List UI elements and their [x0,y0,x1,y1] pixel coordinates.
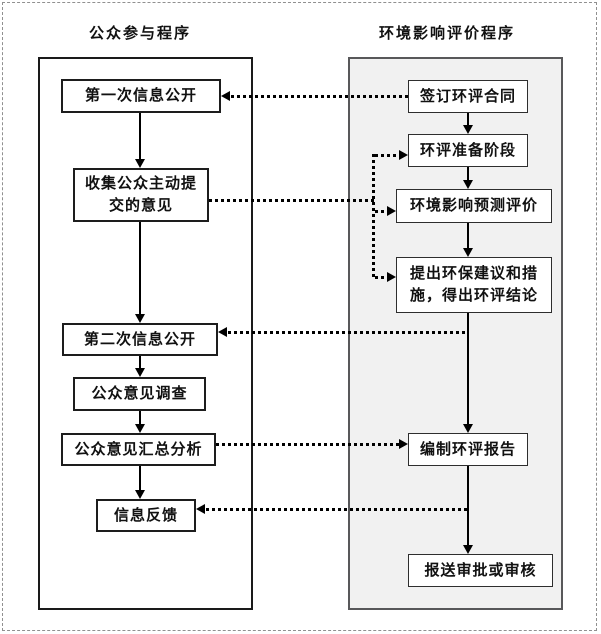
arrow-line-r4-r5 [467,313,469,424]
second-info-disclosure-box: 第二次信息公开 [62,323,218,356]
dotted-line-to-disclosure2 [228,331,468,334]
dotted-junction-vertical-line [372,154,375,280]
arrowhead-right-icon [387,272,396,282]
opinion-summary-analysis-box: 公众意见汇总分析 [61,433,216,466]
arrowhead-down-icon [463,424,473,433]
arrow-line-r3-r4 [467,223,469,248]
dotted-line-contract-to-disclosure1 [231,95,408,98]
arrowhead-down-icon [463,248,473,257]
arrow-line-l4-l5 [139,411,141,424]
eia-preparation-box: 环评准备阶段 [408,134,528,167]
arrowhead-right-icon [399,439,408,449]
arrow-line-l3-l4 [139,356,141,368]
public-opinion-survey-box: 公众意见调查 [73,377,206,411]
left-column-title: 公众参与程序 [89,26,192,42]
dotted-line-opinions-to-junction [209,199,375,202]
submit-approval-box: 报送审批或审核 [408,554,553,587]
compile-eia-report-box: 编制环评报告 [408,433,528,466]
arrow-line-l5-l6 [139,465,141,490]
info-feedback-box: 信息反馈 [96,499,196,532]
sign-eia-contract-box: 签订环评合同 [408,80,528,113]
arrowhead-left-icon [196,504,205,514]
dotted-branch-to-proposals [375,276,387,279]
arrowhead-right-icon [387,206,396,216]
arrowhead-right-icon [399,150,408,160]
arrow-line-l2-l3 [139,222,141,314]
arrow-line-r1-r2 [467,113,469,125]
arrow-line-l1-l2 [139,113,141,159]
collect-public-opinions-box: 收集公众主动提 交的意见 [73,168,209,222]
first-info-disclosure-box: 第一次信息公开 [61,79,221,113]
dotted-branch-to-preparation [375,154,399,157]
arrow-line-r5-r6 [467,466,469,545]
arrowhead-down-icon [135,368,145,377]
arrowhead-left-icon [221,91,230,101]
arrowhead-down-icon [135,490,145,499]
arrowhead-down-icon [135,314,145,323]
dotted-line-analysis-to-report [216,443,399,446]
arrowhead-left-icon [218,327,227,337]
arrowhead-down-icon [463,125,473,134]
arrowhead-down-icon [135,424,145,433]
impact-prediction-box: 环境影响预测评价 [396,189,552,223]
proposals-conclusion-box: 提出环保建议和措 施，得出环评结论 [396,257,552,313]
arrowhead-down-icon [135,159,145,168]
right-column-title: 环境影响评价程序 [379,26,516,42]
arrow-line-r2-r3 [467,167,469,180]
dotted-line-to-feedback [206,508,468,511]
dotted-branch-to-prediction [375,210,387,213]
arrowhead-down-icon [463,180,473,189]
arrowhead-down-icon [463,545,473,554]
